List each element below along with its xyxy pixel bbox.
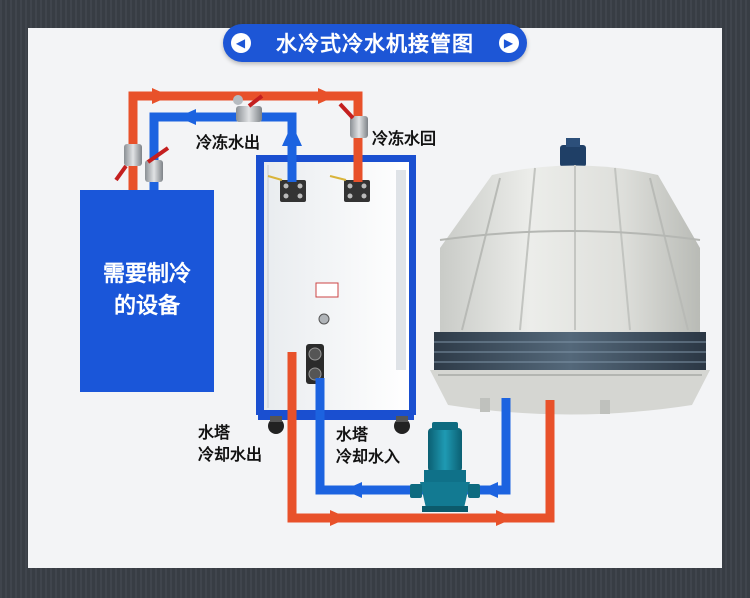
pump-body <box>420 482 470 508</box>
nameplate <box>315 282 339 298</box>
label-tower-in-line2: 冷却水入 <box>336 447 401 466</box>
valve-top-right <box>338 102 368 138</box>
valve-icons <box>114 94 368 182</box>
chevron-left-icon: ◀ <box>231 33 251 53</box>
hot-flow-arrows <box>152 88 514 526</box>
label-tower-cooling-out: 水塔 冷却水出 <box>198 422 262 466</box>
pump-motor <box>428 428 462 472</box>
gauge <box>318 313 330 325</box>
hot-pipe-lines <box>128 91 555 523</box>
valve-left-red <box>114 144 142 182</box>
label-tower-out-line1: 水塔 <box>198 423 231 442</box>
louver-section <box>434 332 706 370</box>
tower-basin <box>430 370 710 415</box>
fan-motor <box>560 145 586 167</box>
device-label-line1: 需要制冷 <box>102 262 191 287</box>
title-text: 水冷式冷水机接管图 <box>276 32 474 56</box>
valve-left-blue <box>145 146 170 182</box>
label-tower-in-line1: 水塔 <box>336 425 369 444</box>
device-label-line2: 的设备 <box>113 294 180 319</box>
chevron-right-icon: ▶ <box>499 33 519 53</box>
water-pump <box>410 422 480 512</box>
label-chilled-water-return: 冷冻水回 <box>372 129 437 148</box>
label-chilled-water-out: 冷冻水出 <box>196 133 261 152</box>
label-tower-out-line2: 冷却水出 <box>198 445 263 464</box>
device-needing-cooling: 需要制冷 的设备 <box>80 190 214 392</box>
cold-flow-arrows <box>178 109 498 498</box>
cooling-tower <box>430 138 710 415</box>
valve-top-middle <box>233 94 264 122</box>
label-tower-cooling-in: 水塔 冷却水入 <box>336 424 400 468</box>
diagram-title: ◀ 水冷式冷水机接管图 ▶ <box>223 24 527 62</box>
water-chiller-unit <box>256 155 416 434</box>
